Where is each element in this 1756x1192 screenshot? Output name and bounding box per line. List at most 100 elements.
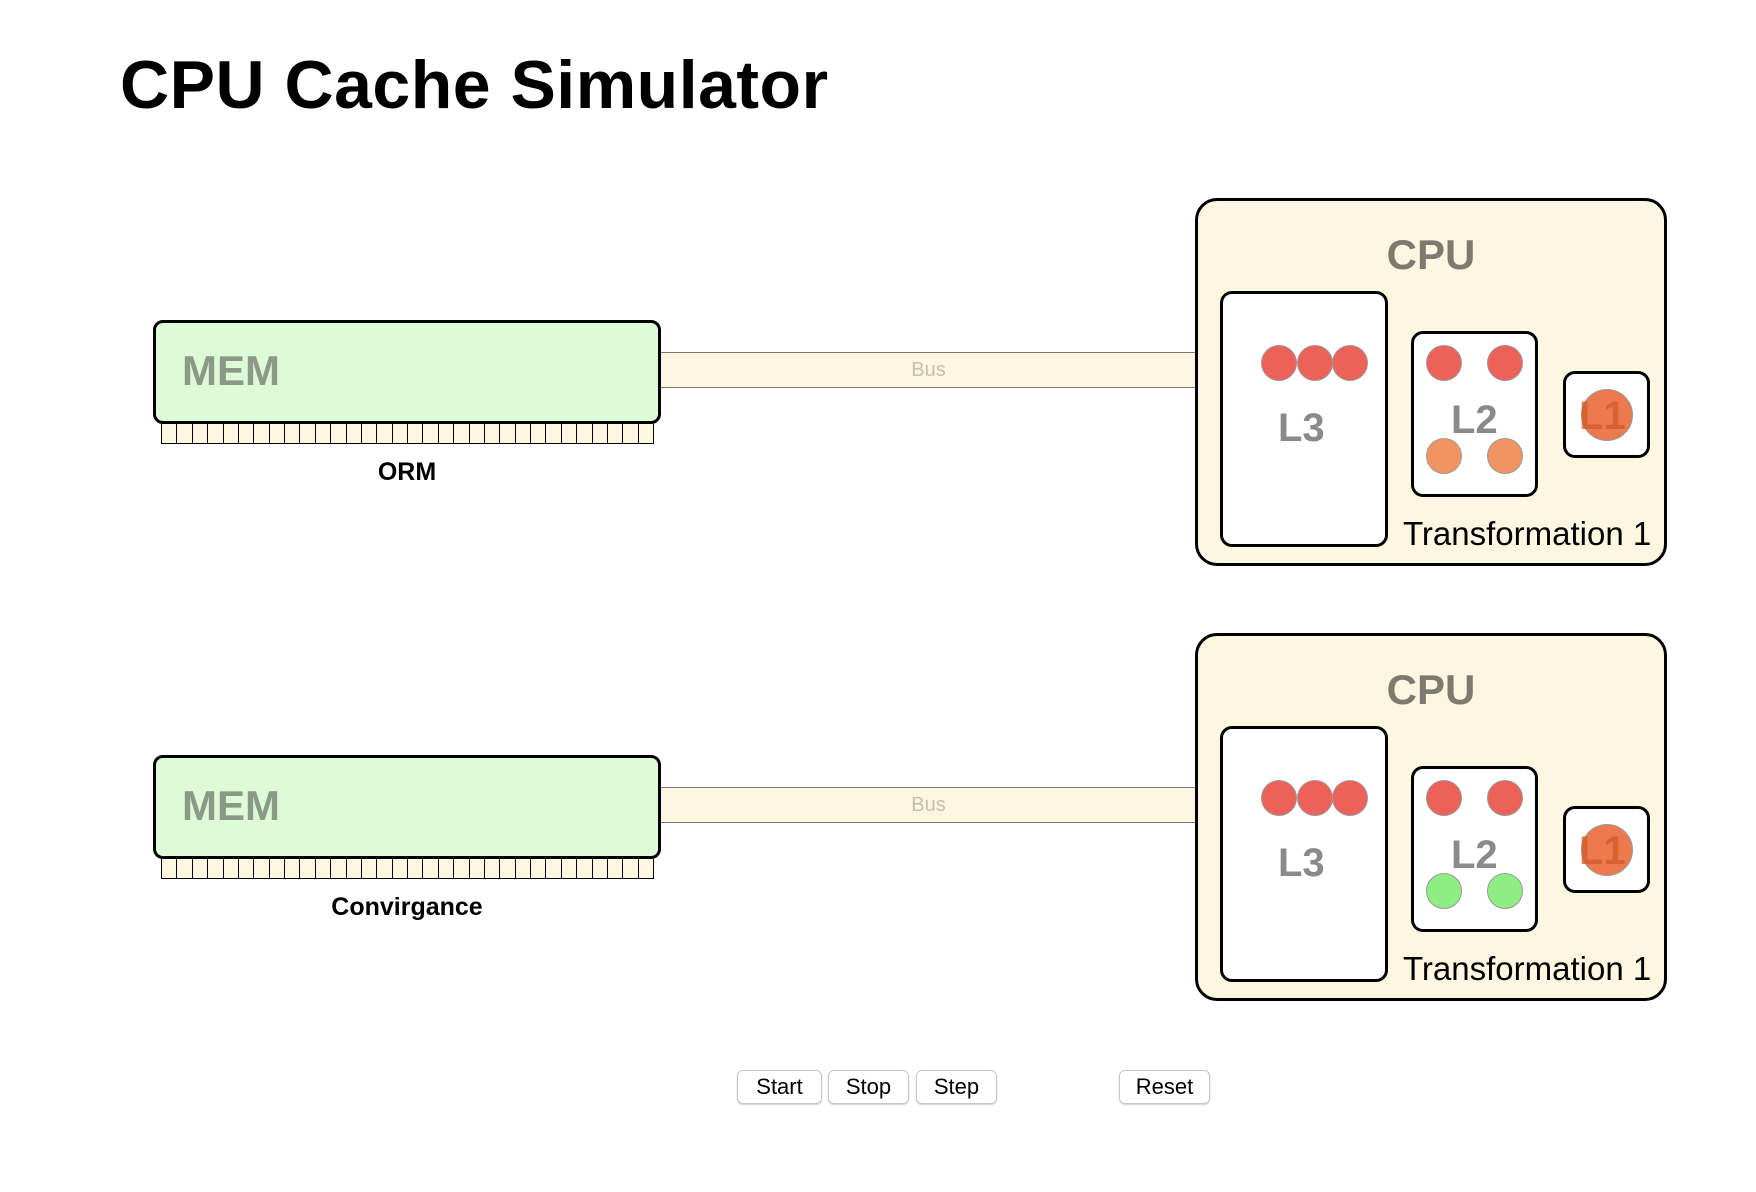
memory-pin [484, 424, 501, 444]
memory-pin [438, 859, 455, 879]
memory-pin [454, 424, 470, 444]
memory-pin [607, 424, 624, 444]
memory-pin [515, 859, 531, 879]
memory-pin [546, 859, 562, 879]
l2-label: L2 [1451, 833, 1498, 877]
memory-pin [208, 859, 224, 879]
memory-pin [392, 424, 408, 444]
memory-pin [192, 859, 209, 879]
memory-pin [300, 859, 316, 879]
memory-pin [346, 424, 362, 444]
memory-pin [423, 859, 439, 879]
cache-line-dot [1426, 438, 1462, 474]
l1-cache: L1 [1563, 806, 1650, 893]
memory-pin [192, 424, 209, 444]
memory-pin [238, 859, 255, 879]
system-1: MEM ORM Bus CPU L3 L2 L [0, 198, 1756, 578]
memory-label: MEM [182, 782, 280, 829]
cache-line-dot [1581, 389, 1633, 441]
memory-pin [285, 424, 301, 444]
memory-pin [577, 424, 593, 444]
memory-name: Convirgance [331, 893, 483, 921]
memory-pin [177, 424, 193, 444]
memory-pin [423, 424, 439, 444]
core-label: Transformation 1 [1403, 950, 1652, 987]
memory-pin [546, 424, 562, 444]
memory-pin [361, 859, 378, 879]
memory-pin [331, 859, 347, 879]
cache-line-dot [1426, 873, 1462, 909]
memory-pin [623, 424, 639, 444]
l2-cache: L2 [1411, 331, 1538, 497]
l3-label: L3 [1278, 406, 1325, 450]
memory-pin [561, 424, 578, 444]
memory-pin [269, 424, 285, 444]
l2-label: L2 [1451, 398, 1498, 442]
memory-pin [377, 859, 393, 879]
memory-pin [223, 424, 239, 444]
memory-module: MEM [153, 755, 661, 859]
memory-pin [607, 859, 624, 879]
cache-line-dot [1332, 780, 1368, 816]
memory-pin [269, 859, 285, 879]
step-button[interactable]: Step [916, 1070, 997, 1104]
controls-bar: Start Stop Step Reset [0, 1070, 1756, 1110]
cpu-label: CPU [1386, 666, 1476, 713]
memory-pin [331, 424, 347, 444]
memory-pin [623, 859, 639, 879]
l1-cache: L1 [1563, 371, 1650, 458]
memory-pin [592, 859, 608, 879]
memory-pin [315, 859, 332, 879]
memory-pin [500, 859, 516, 879]
cpu-label: CPU [1386, 231, 1476, 278]
memory-pin [346, 859, 362, 879]
memory-pin [392, 859, 408, 879]
memory-pin [162, 424, 178, 444]
memory-pin [577, 859, 593, 879]
system-2: MEM Convirgance Bus CPU L3 L2 [0, 633, 1756, 1013]
bus-label: Bus [911, 794, 946, 816]
memory-pin [285, 859, 301, 879]
memory-pin [162, 859, 178, 879]
memory-pin [515, 424, 531, 444]
memory-pin [592, 424, 608, 444]
memory-pin [638, 859, 654, 879]
memory-pin [254, 859, 270, 879]
memory-pin [377, 424, 393, 444]
cpu: CPU L3 L2 L1 Transformation 1 [1195, 633, 1667, 1001]
reset-button[interactable]: Reset [1119, 1070, 1210, 1104]
cache-line-dot [1261, 345, 1297, 381]
memory-pin [408, 859, 424, 879]
cache-line-dot [1487, 873, 1523, 909]
memory-pin [254, 424, 270, 444]
bus: Bus [661, 787, 1196, 823]
memory-pin [638, 424, 654, 444]
memory-pin [500, 424, 516, 444]
memory-pin [223, 859, 239, 879]
cache-line-dot [1297, 345, 1333, 381]
cache-line-dot [1581, 824, 1633, 876]
memory-pin [238, 424, 255, 444]
memory-pins [161, 859, 654, 879]
memory-pin [177, 859, 193, 879]
memory-pin [315, 424, 332, 444]
cache-line-dot [1487, 780, 1523, 816]
memory-pins [161, 424, 654, 444]
stop-button[interactable]: Stop [828, 1070, 909, 1104]
start-button[interactable]: Start [737, 1070, 822, 1104]
memory-module: MEM [153, 320, 661, 424]
l3-label: L3 [1278, 841, 1325, 885]
memory-pin [531, 424, 547, 444]
cache-line-dot [1426, 780, 1462, 816]
page-title: CPU Cache Simulator [120, 47, 829, 123]
l3-cache: L3 [1220, 291, 1388, 547]
memory-pin [438, 424, 455, 444]
memory-name: ORM [377, 458, 437, 486]
cache-line-dot [1332, 345, 1368, 381]
cache-line-dot [1487, 345, 1523, 381]
l3-cache: L3 [1220, 726, 1388, 982]
bus: Bus [661, 352, 1196, 388]
memory-pin [561, 859, 578, 879]
core-label: Transformation 1 [1403, 515, 1652, 552]
memory-pin [531, 859, 547, 879]
